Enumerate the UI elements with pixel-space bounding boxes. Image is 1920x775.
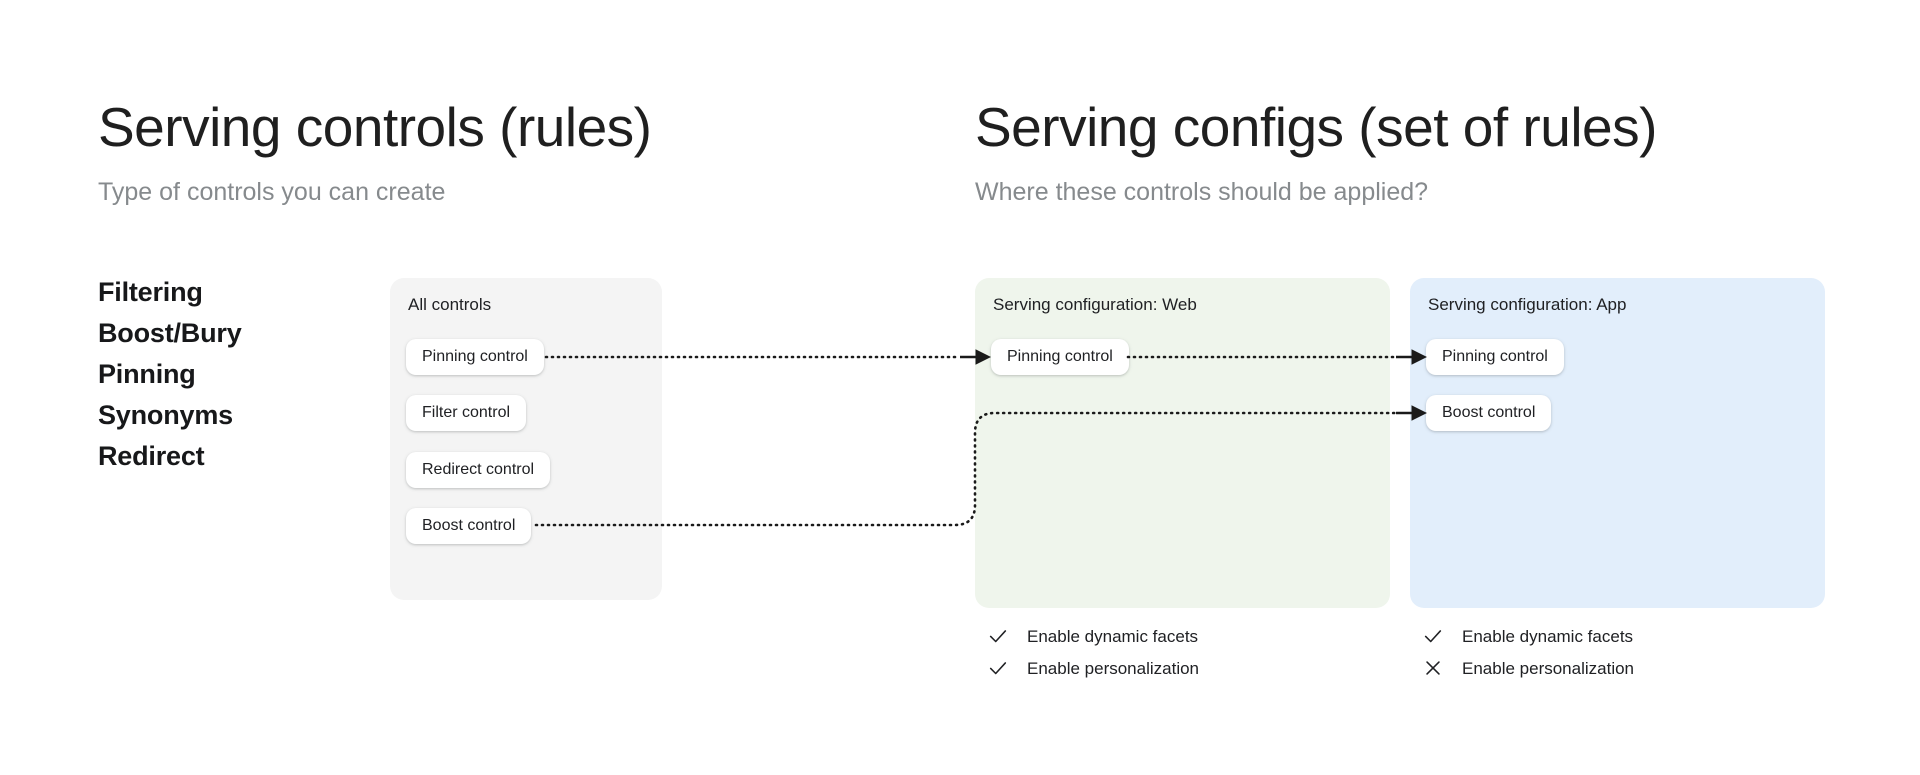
option-label: Enable dynamic facets (1027, 626, 1199, 646)
chip-boost-control-all[interactable]: Boost control (406, 508, 532, 544)
check-icon (1420, 623, 1446, 649)
control-types-list: Filtering Boost/Bury Pinning Synonyms Re… (98, 272, 428, 477)
serving-config-web-panel: Serving configuration: Web (975, 278, 1390, 608)
all-controls-panel: All controls (390, 278, 662, 600)
option-row-enable-personalization-app: Enable personalization (1420, 652, 1750, 684)
check-icon (985, 623, 1011, 649)
chip-redirect-control-all[interactable]: Redirect control (406, 452, 551, 488)
option-row-enable-dynamic-facets-app: Enable dynamic facets (1420, 620, 1750, 652)
chip-pinning-control-all[interactable]: Pinning control (406, 339, 544, 375)
serving-config-app-label: Serving configuration: App (1428, 295, 1627, 314)
option-label: Enable personalization (1027, 658, 1200, 678)
app-options-list: Enable dynamic facets Enable personaliza… (1420, 620, 1750, 684)
option-label: Enable dynamic facets (1462, 626, 1634, 646)
cross-icon (1420, 655, 1446, 681)
left-column-subtitle: Type of controls you can create (98, 178, 446, 206)
option-row-enable-dynamic-facets-web: Enable dynamic facets (985, 620, 1315, 652)
chip-boost-control-app[interactable]: Boost control (1426, 395, 1552, 431)
chip-filter-control-all[interactable]: Filter control (406, 395, 527, 431)
control-type-item: Pinning (98, 359, 196, 389)
serving-config-web-label: Serving configuration: Web (993, 295, 1197, 314)
left-column-title: Serving controls (rules) (98, 96, 652, 158)
all-controls-panel-label: All controls (408, 295, 492, 314)
right-column-subtitle: Where these controls should be applied? (975, 178, 1429, 206)
control-type-item: Boost/Bury (98, 318, 242, 348)
control-type-item: Filtering (98, 277, 203, 307)
option-label: Enable personalization (1462, 658, 1635, 678)
serving-config-app-panel: Serving configuration: App (1410, 278, 1825, 608)
option-row-enable-personalization-web: Enable personalization (985, 652, 1315, 684)
check-icon (985, 655, 1011, 681)
chip-pinning-control-web[interactable]: Pinning control (991, 339, 1129, 375)
right-column-title: Serving configs (set of rules) (975, 96, 1657, 158)
web-options-list: Enable dynamic facets Enable personaliza… (985, 620, 1315, 684)
control-type-item: Synonyms (98, 400, 233, 430)
control-type-item: Redirect (98, 441, 205, 471)
chip-pinning-control-app[interactable]: Pinning control (1426, 339, 1564, 375)
